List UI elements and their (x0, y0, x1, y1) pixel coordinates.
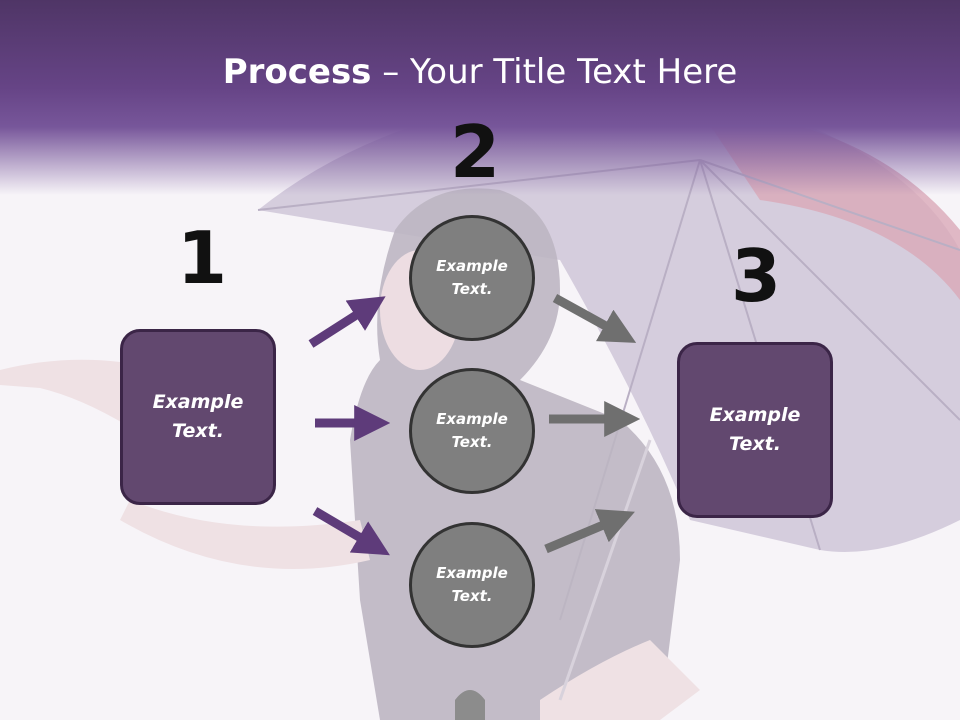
arrow-1-to-circle-1 (308, 296, 386, 348)
page-title: Process – Your Title Text Here (0, 52, 960, 92)
title-rest: – Your Title Text Here (371, 52, 738, 92)
step-2-circle-middle: Example Text. (409, 368, 535, 494)
arrow-1-to-circle-3 (312, 507, 390, 556)
arrow-circle-1-to-3 (552, 294, 637, 343)
step-1-box: Example Text. (120, 329, 276, 505)
step-2-circle-top: Example Text. (409, 215, 535, 341)
title-bold: Process (222, 52, 372, 92)
step-number-2: 2 (450, 110, 501, 194)
step-number-1: 1 (177, 216, 228, 300)
step-2-circle-bottom: Example Text. (409, 522, 535, 648)
header-band (0, 0, 960, 195)
step-3-box: Example Text. (677, 342, 833, 518)
arrow-circle-3-to-3 (544, 509, 635, 554)
step-number-3: 3 (731, 234, 782, 318)
